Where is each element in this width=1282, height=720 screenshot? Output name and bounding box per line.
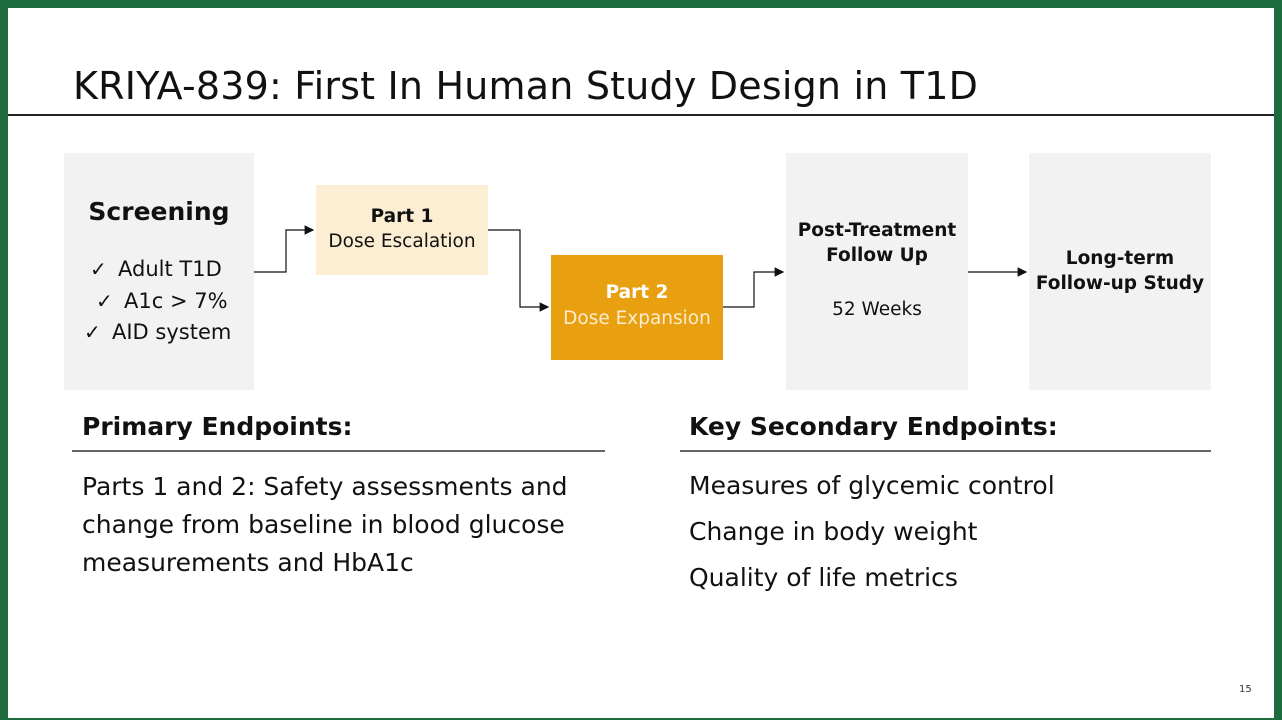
flow-connectors [254,225,1028,312]
arrow-part2-to-post [723,267,785,308]
secondary-endpoint-item: Quality of life metrics [689,563,958,592]
title-divider [8,114,1274,116]
arrow-screening-to-part1 [254,225,315,273]
part2-title: Part 2 [605,282,669,303]
checkmark-icon: ✓ [96,289,113,313]
primary-endpoints-divider [72,450,605,452]
secondary-endpoints-divider [680,450,1211,452]
slide: KRIYA-839: First In Human Study Design i… [8,8,1274,718]
post-treatment-duration: 52 Weeks [832,299,922,320]
post-treatment-title-line1: Post-Treatment [797,220,957,241]
primary-endpoints-heading: Primary Endpoints: [82,412,353,441]
long-term-box: Long-term Follow-up Study [1029,153,1211,390]
part1-title: Part 1 [370,206,434,227]
part2-box: Part 2 Dose Expansion [551,255,723,360]
post-treatment-title-line2: Follow Up [826,245,928,266]
long-term-title-line1: Long-term [1065,248,1175,269]
screening-box: Screening ✓Adult T1D ✓A1c > 7% ✓AID syst… [64,153,254,390]
checkmark-icon: ✓ [90,257,107,281]
secondary-endpoints-heading: Key Secondary Endpoints: [689,412,1058,441]
criterion-a1c: ✓A1c > 7% [96,289,228,313]
primary-endpoints-text: Parts 1 and 2: Safety assessments and ch… [82,472,568,577]
long-term-title-line2: Follow-up Study [1035,273,1205,294]
part1-box: Part 1 Dose Escalation [316,185,488,275]
criterion-aid-system: ✓AID system [84,320,232,344]
checkmark-icon: ✓ [84,320,101,344]
secondary-endpoint-item: Measures of glycemic control [689,471,1055,500]
part2-subtitle: Dose Expansion [563,308,711,329]
post-treatment-box: Post-Treatment Follow Up 52 Weeks [786,153,968,390]
page-number: 15 [1239,684,1252,695]
criterion-adult-t1d: ✓Adult T1D [90,257,222,281]
arrow-part1-to-part2 [488,229,550,312]
secondary-endpoint-item: Change in body weight [689,517,978,546]
screening-title: Screening [88,197,230,226]
slide-title: KRIYA-839: First In Human Study Design i… [73,64,979,108]
part1-subtitle: Dose Escalation [328,231,476,252]
